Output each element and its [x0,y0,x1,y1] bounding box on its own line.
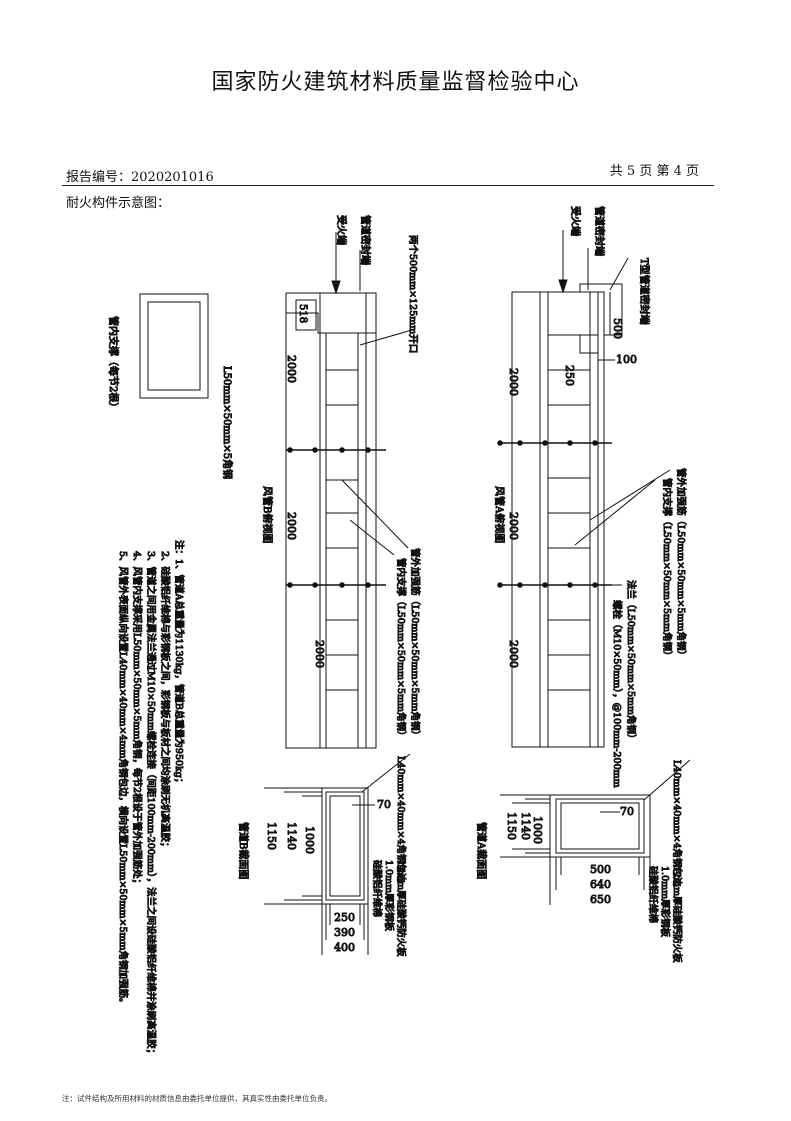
duct-a-fire-side-label: 受火端 [569,206,582,236]
note-3: 4、风管内支撑采用L50mm×50mm×5mm角钢，每节2根设于管外加强筋处； [131,551,143,888]
section-b-dim-1140: 1140 [285,822,298,850]
duct-b-outer-brace-label: 管外加强筋（L50mm×50mm×5mm角钢） [409,548,421,740]
notes-block: 注：1、管道A总重量为1130kg，管道B总重量为950kg； 2、硅酸铝纤维棉… [117,540,186,1059]
section-a-board-label: 12mm厚硅酸钙防火板 [671,866,683,963]
section-a-dim-1000: 1000 [531,816,544,844]
header-rule [62,185,714,186]
footer-note: 注：试件结构及所用材料的材质信息由委托单位提供，其真实性由委托单位负责。 [62,1094,332,1103]
duct-b-plan: 518 2000 2000 2000 受火端 管道密封端 两个500mm×125… [261,215,422,749]
note-4: 5、风管外表面纵向设置L40mm×40mm×4mm角钢包边，横向设置L50mm×… [117,551,129,1008]
duct-b-rungs [326,369,358,691]
note-1: 2、硅酸铝纤维棉与彩钢板之间，彩钢板与板材之间均涂刷无机高温胶； [159,551,171,852]
duct-a-dim-250: 250 [563,365,576,386]
section-a-fiber-label: 硅酸铝纤维棉 [647,866,659,923]
duct-a-t-seal-label: T型管道密封端 [638,258,651,325]
duct-b-seg1-dim: 2000 [285,355,298,383]
duct-a-rungs [548,334,590,691]
section-a-dim-1150: 1150 [505,812,518,840]
duct-b-opening-label: 两个500mm×125mm开口 [407,235,418,353]
section-a-name: 管道A截面图 [475,822,488,879]
section-b-board-label: 12mm厚硅酸钙防火板 [395,860,407,957]
duct-a-view-name: 风管A俯视图 [493,486,506,543]
section-a-dim-500: 500 [590,863,611,876]
section-b-dim-390: 390 [334,926,355,939]
section-b-angle-label: L40mm×40mm×4角钢包边 [395,756,407,883]
support-spec: L50mm×50mm×5角钢 [221,366,234,479]
section-a-dim-1140: 1140 [519,812,532,840]
duct-a-flanges [497,440,612,588]
section-a-dim-640: 640 [590,878,611,891]
note-2: 3、管道之间用金属法兰通过M10×50mm螺栓连接（间距100mm-200mm）… [145,551,157,1058]
duct-a-seg3-dim: 2000 [507,640,520,668]
page-title: 国家防火建筑材料质量监督检验中心 [211,70,580,95]
section-a-steel-label: 1.0mm厚彩钢板 [659,866,671,938]
duct-a-seal-label: 管道密封端 [593,206,606,256]
duct-b-seg3-dim: 2000 [313,640,326,668]
section-a-angle-label: L40mm×40mm×4角钢包边 [671,760,683,887]
section-a: 70 1000 1140 1150 500 640 650 L40mm×40mm… [475,760,691,964]
duct-a-dim-500: 500 [611,318,624,339]
page-indicator: 共 5 页 第 4 页 [609,164,699,179]
duct-a-seg1-dim: 2000 [507,368,520,396]
duct-a-inner-brace-label: 管内支撑（L50mm×50mm×5mm角钢） [661,478,673,661]
support-detail: 管内支撑（每节2根） L50mm×50mm×5角钢 [107,293,235,480]
duct-a-flange-label: 法兰（L50mm×50mm×5mm角钢） [625,580,637,744]
section-b-dim-1150: 1150 [265,822,278,850]
duct-a-outer-brace-label: 管外加强筋（L50mm×50mm×5mm角钢） [675,468,687,660]
section-b: 70 1000 1140 1150 250 390 400 L40mm×40mm… [237,753,411,958]
section-b-dim-400: 400 [334,941,355,954]
section-b-dim-250: 250 [334,911,355,924]
duct-b-seg2-dim: 2000 [285,512,298,540]
duct-b-inner-brace-label: 管内支撑（L50mm×50mm×5mm角钢） [395,558,407,741]
section-b-name: 管道B截面图 [237,822,250,879]
section-a-dim-70: 70 [620,805,634,818]
report-number: 报告编号：2020201016 [66,170,214,185]
section-b-dim-1000: 1000 [303,826,316,854]
duct-b-flanges [286,447,386,588]
section-a-dim-650: 650 [590,893,611,906]
duct-b-dim-518: 518 [297,304,308,323]
note-0: 注：1、管道A总重量为1130kg，管道B总重量为950kg； [173,540,185,787]
duct-a-bolt-label: 螺栓（M10×50mm），@100mm-200mm [611,600,623,788]
duct-a-seg2-dim: 2000 [507,512,520,540]
duct-a-plan: 2000 2000 2000 500 250 100 受火端 管道密封端 T型管… [493,206,688,789]
duct-b-seal-label: 管道密封端 [359,215,372,265]
section-b-dim-70: 70 [377,798,391,811]
duct-b-view-name: 风管B俯视图 [261,486,274,543]
section-b-steel-label: 1.0mm厚彩钢板 [383,860,395,932]
duct-b-fire-side-label: 受火端 [335,215,348,245]
duct-a-dim-100: 100 [616,353,637,366]
section-b-fiber-label: 硅酸铝纤维棉 [371,860,383,917]
support-caption: 管内支撑（每节2根） [107,316,120,412]
section-title: 耐火构件示意图： [66,196,171,211]
